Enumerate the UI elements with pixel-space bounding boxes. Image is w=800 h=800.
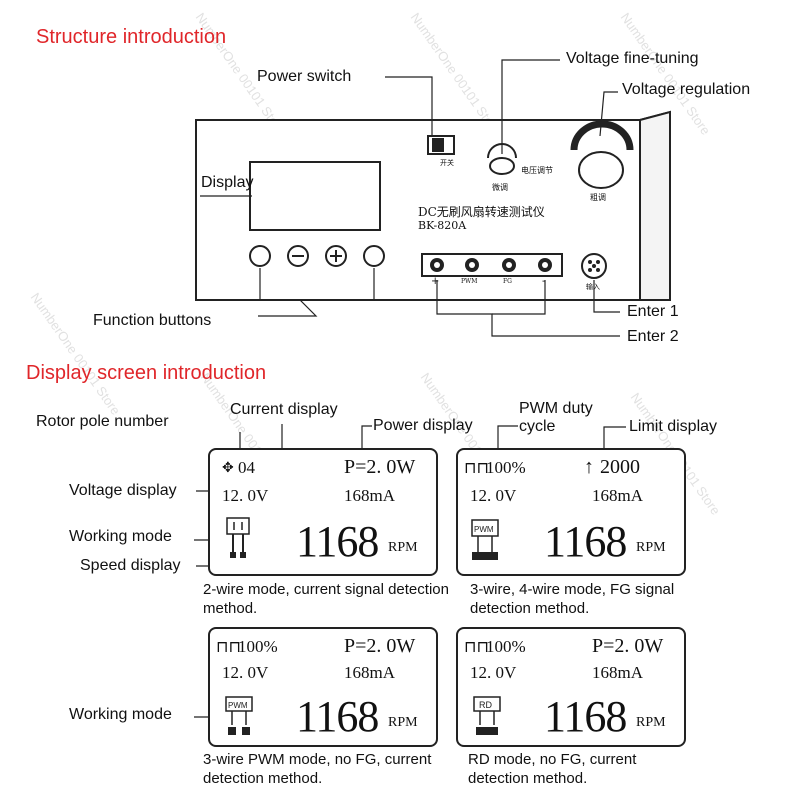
terminal-minus: -	[542, 276, 546, 287]
label-enter1: Enter 1	[627, 303, 679, 320]
label-working-mode: Working mode	[69, 528, 172, 545]
terminal-strip	[421, 253, 563, 277]
working-mode-icon: RD	[473, 696, 501, 735]
speed-unit: RPM	[388, 540, 418, 555]
pwm-duty-icon: ⊓⊓	[464, 639, 489, 656]
lcd-screen-2-wire: ✥ 04 P=2. 0W 12. 0V 168mA 1168 RPM	[208, 448, 438, 576]
panel-input-label: 输入	[586, 283, 600, 291]
current-value: 168mA	[592, 486, 643, 505]
panel-fine-knob: 微调	[492, 183, 508, 192]
terminal-plus: +	[431, 276, 440, 287]
label-working-mode-2: Working mode	[69, 706, 172, 723]
voltage-value: 12. 0V	[222, 663, 269, 682]
voltage-value: 12. 0V	[470, 486, 517, 505]
display-intro-title: Display screen introduction	[26, 362, 267, 384]
speed-unit: RPM	[636, 540, 666, 555]
power-switch	[427, 135, 455, 155]
label-enter2: Enter 2	[627, 328, 679, 345]
speed-value: 1168	[296, 692, 379, 741]
panel-coarse-knob: 粗调	[590, 193, 606, 202]
rotor-icon: ✥	[222, 461, 234, 476]
power-value: P=2. 0W	[344, 456, 416, 478]
svg-text:PWM: PWM	[228, 701, 248, 710]
pwm-duty-value: 100%	[486, 637, 526, 656]
terminal-fg: FG	[503, 278, 512, 285]
caption-screen-3: 3-wire PWM mode, no FG, current detectio…	[203, 751, 432, 787]
display-window	[249, 161, 381, 231]
caption-screen-1: 2-wire mode, current signal detection me…	[203, 581, 449, 617]
speed-unit: RPM	[388, 715, 418, 730]
voltage-value: 12. 0V	[470, 663, 517, 682]
label-voltage-fine-tuning: Voltage fine-tuning	[566, 50, 699, 67]
caption-screen-2: 3-wire, 4-wire mode, FG signal detection…	[470, 581, 675, 617]
label-limit-display: Limit display	[629, 418, 718, 435]
panel-switch-text: 开关	[440, 159, 454, 167]
panel-device-name: DC无刷风扇转速测试仪	[418, 205, 545, 219]
label-power-display: Power display	[373, 417, 473, 434]
limit-arrow-icon: ↑	[584, 456, 594, 478]
lcd-screen-rd-mode: ⊓⊓ 100% P=2. 0W 12. 0V 168mA RD 1168 RPM	[456, 627, 686, 747]
terminal-pwm: PWM	[461, 278, 478, 285]
pwm-duty-icon: ⊓⊓	[464, 460, 489, 477]
pwm-duty-value: 100%	[486, 458, 526, 477]
structure-title: Structure introduction	[36, 26, 227, 48]
label-current-display: Current display	[230, 401, 338, 418]
label-function-buttons: Function buttons	[93, 312, 212, 329]
power-value: P=2. 0W	[592, 635, 664, 657]
label-pwm-duty-cycle: PWM duty cycle	[519, 400, 593, 435]
current-value: 168mA	[344, 663, 395, 682]
pwm-duty-icon: ⊓⊓	[216, 639, 241, 656]
label-display: Display	[201, 174, 254, 191]
label-voltage-display: Voltage display	[69, 482, 177, 499]
caption-screen-4: RD mode, no FG, current detection method…	[468, 751, 637, 787]
working-mode-icon: PWM	[471, 519, 499, 560]
speed-value: 1168	[544, 517, 627, 566]
function-button-set	[249, 245, 385, 267]
voltage-regulation-knob	[570, 120, 634, 189]
device-panel-drawing	[195, 59, 671, 337]
speed-unit: RPM	[636, 715, 666, 730]
lcd-screen-3-wire-pwm: ⊓⊓ 100% P=2. 0W 12. 0V 168mA PWM 1168 RP…	[208, 627, 438, 747]
label-voltage-regulation: Voltage regulation	[622, 81, 751, 98]
current-value: 168mA	[344, 486, 395, 505]
label-speed-display: Speed display	[80, 557, 181, 574]
svg-text:PWM: PWM	[474, 525, 494, 534]
speed-value: 1168	[296, 517, 379, 566]
pwm-duty-value: 100%	[238, 637, 278, 656]
current-value: 168mA	[592, 663, 643, 682]
speed-value: 1168	[544, 692, 627, 741]
svg-text:RD: RD	[479, 700, 492, 710]
lcd-screen-3-4-wire: ⊓⊓ 100% ↑ 2000 12. 0V 168mA PWM 1168 RPM	[456, 448, 686, 576]
working-mode-icon: PWM	[225, 696, 253, 735]
rotor-pole-value: 04	[238, 458, 255, 477]
label-rotor-pole-number: Rotor pole number	[36, 413, 169, 430]
panel-voltage-adjust: 电压调节	[521, 166, 553, 175]
panel-model: BK-820A	[418, 219, 467, 232]
limit-value: 2000	[600, 456, 640, 478]
input-connector	[581, 253, 607, 279]
voltage-value: 12. 0V	[222, 486, 269, 505]
power-value: P=2. 0W	[344, 635, 416, 657]
label-power-switch: Power switch	[257, 68, 352, 85]
fine-tuning-knob	[487, 143, 517, 175]
working-mode-icon	[226, 517, 250, 558]
